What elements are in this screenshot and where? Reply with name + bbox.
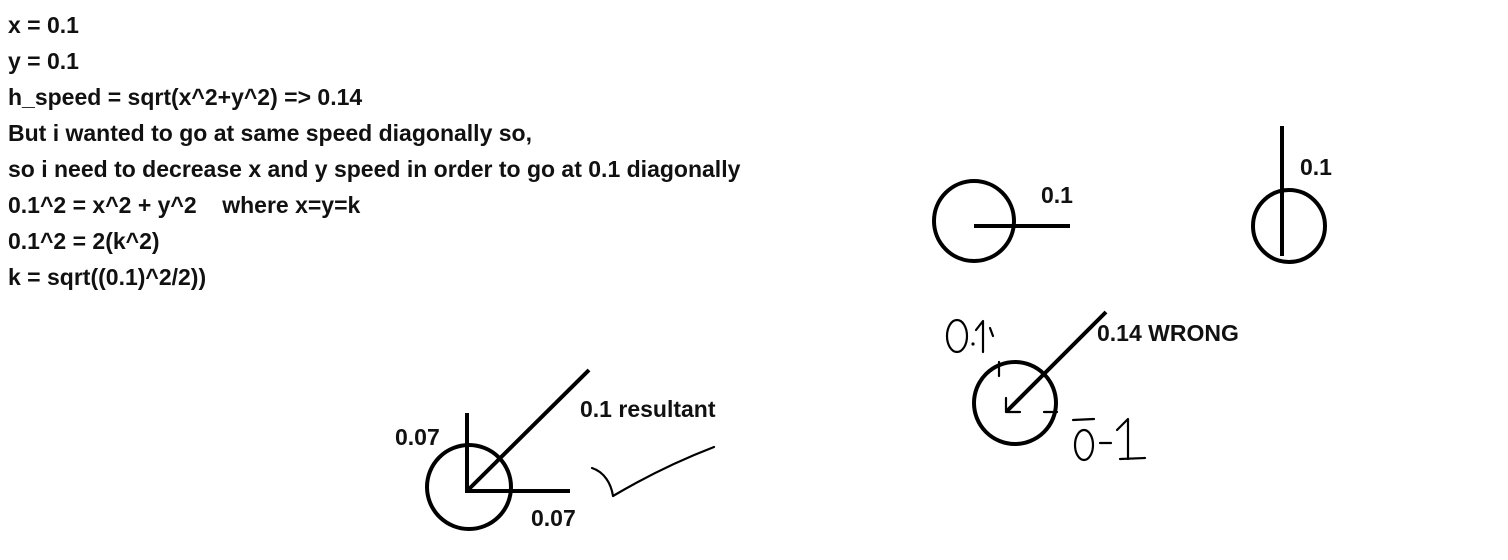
wrong-vector-label: 0.14 WRONG — [1097, 320, 1239, 346]
correct-components-diagram: 0.07 0.07 0.1 resultant — [395, 368, 716, 531]
note-line-3: h_speed = sqrt(x^2+y^2) => 0.14 — [8, 84, 362, 110]
vertical-vector-diagram: 0.1 — [1251, 126, 1332, 264]
note-line-6: 0.1^2 = x^2 + y^2 where x=y=k — [8, 192, 361, 218]
check-mark-icon — [590, 445, 716, 498]
note-line-2: y = 0.1 — [8, 48, 79, 74]
vertical-vector-label: 0.1 — [1300, 154, 1332, 180]
diagonal-vector — [1005, 310, 1108, 413]
horizontal-vector-diagram: 0.1 — [932, 179, 1073, 263]
resultant-vector — [465, 368, 591, 493]
note-line-8: k = sqrt((0.1)^2/2)) — [8, 264, 206, 290]
horizontal-vector-label: 0.1 — [1041, 182, 1073, 208]
horizontal-component-label: 0.07 — [531, 505, 576, 531]
wrong-diagonal-diagram: 0.14 WRONG — [945, 310, 1239, 462]
origin-circle — [932, 179, 1016, 263]
handwritten-label-up — [945, 318, 995, 354]
resultant-label: 0.1 resultant — [580, 396, 716, 422]
note-line-7: 0.1^2 = 2(k^2) — [8, 228, 160, 254]
vertical-component-label: 0.07 — [395, 424, 440, 450]
note-line-4: But i wanted to go at same speed diagona… — [8, 120, 532, 146]
origin-circle — [972, 360, 1058, 446]
origin-circle — [1251, 188, 1327, 264]
arrow-head-icon — [1004, 396, 1022, 414]
note-line-5: so i need to decrease x and y speed in o… — [8, 156, 741, 182]
notes-block: x = 0.1 y = 0.1 h_speed = sqrt(x^2+y^2) … — [8, 12, 741, 290]
note-line-1: x = 0.1 — [8, 12, 79, 38]
handwritten-label-right — [1071, 417, 1147, 462]
